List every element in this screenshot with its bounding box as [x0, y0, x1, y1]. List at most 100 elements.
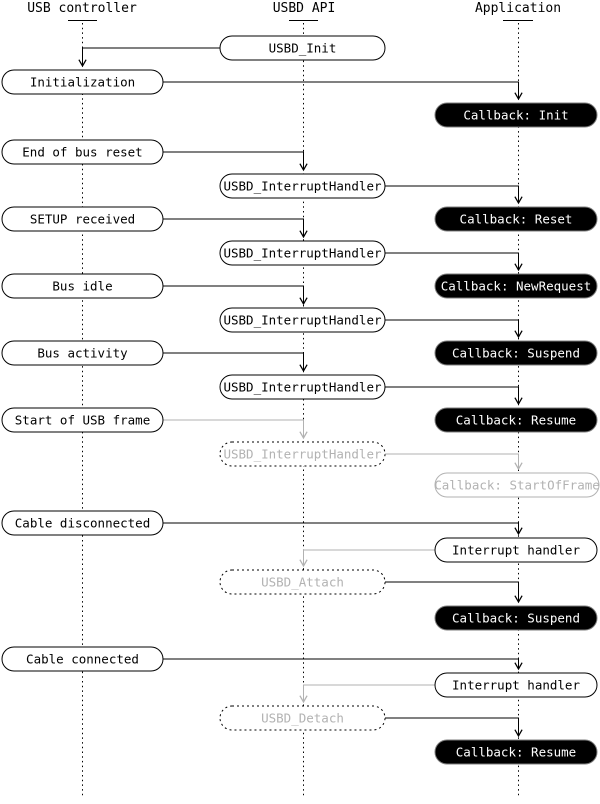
node-bus-activity: Bus activity	[1, 340, 164, 366]
node-callback-resume-1: Callback: Resume	[434, 407, 598, 433]
node-interrupt-handler-4-shape	[219, 374, 386, 400]
node-callback-reset: Callback: Reset	[434, 206, 598, 232]
node-interrupt-handler-1: USBD_InterruptHandler	[219, 173, 386, 199]
node-callback-resume-2-shape	[434, 739, 598, 765]
node-interrupt-handler-4-label: USBD_InterruptHandler	[223, 380, 382, 395]
node-cable-disconnected-shape	[1, 510, 164, 536]
edge-busactivity-to-handler	[163, 352, 308, 373]
edge-handler-to-cbreset	[385, 185, 523, 205]
edge-busreset-to-handler	[163, 151, 308, 172]
lane-header-usbd-api: USBD API	[273, 1, 336, 16]
node-interrupt-handler-1-shape	[219, 173, 386, 199]
edge-initialization-to-cbinit	[163, 81, 523, 101]
node-start-of-usb-frame: Start of USB frame	[1, 407, 164, 433]
node-callback-suspend-2: Callback: Suspend	[434, 605, 598, 631]
node-bus-activity-shape	[1, 340, 164, 366]
node-callback-resume-1-shape	[434, 407, 598, 433]
node-initialization-label: Initialization	[30, 75, 135, 90]
node-callback-resume-2-label: Callback: Resume	[456, 745, 576, 760]
edge-handler-to-cbstartofframe-gray	[385, 453, 523, 471]
node-interrupt-handler-app-2: Interrupt handler	[434, 672, 598, 698]
node-interrupt-handler-2-label: USBD_InterruptHandler	[223, 246, 382, 261]
node-usbd-detach: USBD_Detach	[219, 705, 386, 731]
node-callback-suspend-1: Callback: Suspend	[434, 340, 598, 366]
node-interrupt-handler-app-1: Interrupt handler	[434, 537, 598, 563]
edge-connected-to-inthandler	[163, 658, 523, 671]
node-callback-reset-label: Callback: Reset	[460, 212, 573, 227]
node-usbd-attach: USBD_Attach	[219, 569, 386, 595]
edge-disconnected-to-inthandler	[163, 522, 523, 536]
node-callback-resume-1-label: Callback: Resume	[456, 413, 576, 428]
node-bus-idle: Bus idle	[1, 273, 164, 299]
node-callback-suspend-2-shape	[434, 605, 598, 631]
node-callback-reset-shape	[434, 206, 598, 232]
node-start-of-usb-frame-label: Start of USB frame	[15, 413, 150, 428]
edge-handler-to-cbsuspend	[385, 319, 523, 339]
node-cable-connected-shape	[1, 646, 164, 672]
node-callback-startofframe-shape	[434, 472, 600, 498]
node-start-of-usb-frame-shape	[1, 407, 164, 433]
node-interrupt-handler-optional: USBD_InterruptHandler	[219, 441, 386, 467]
edge-attach-to-cbsuspend	[385, 581, 523, 604]
edge-handler-to-cbnewrequest	[385, 252, 523, 272]
node-callback-newrequest-shape	[434, 273, 598, 299]
node-interrupt-handler-app-1-shape	[434, 537, 598, 563]
node-bus-activity-label: Bus activity	[37, 346, 128, 361]
node-callback-init-shape	[434, 102, 598, 128]
node-initialization-shape	[1, 69, 164, 95]
node-usbd-init-shape	[219, 35, 386, 61]
node-cable-connected: Cable connected	[1, 646, 164, 672]
edge-inthandler-to-attach-gray	[299, 549, 435, 568]
node-end-of-bus-reset-label: End of bus reset	[22, 145, 142, 160]
node-end-of-bus-reset-shape	[1, 139, 164, 165]
node-callback-resume-2: Callback: Resume	[434, 739, 598, 765]
node-callback-suspend-1-label: Callback: Suspend	[452, 346, 580, 361]
edge-busidle-to-handler	[163, 285, 308, 306]
node-interrupt-handler-2-shape	[219, 240, 386, 266]
node-interrupt-handler-3-shape	[219, 307, 386, 333]
edge-startframe-to-handler-gray	[163, 419, 308, 440]
node-setup-received: SETUP received	[1, 206, 164, 232]
edge-usbdinit-to-initialization	[78, 47, 220, 68]
node-interrupt-handler-app-1-label: Interrupt handler	[452, 543, 580, 558]
node-initialization: Initialization	[1, 69, 164, 95]
lane-header-usb-controller: USB controller	[27, 1, 137, 16]
node-interrupt-handler-2: USBD_InterruptHandler	[219, 240, 386, 266]
node-usbd-attach-label: USBD_Attach	[261, 575, 344, 590]
node-callback-init-label: Callback: Init	[463, 108, 568, 123]
node-interrupt-handler-1-label: USBD_InterruptHandler	[223, 179, 382, 194]
node-interrupt-handler-3: USBD_InterruptHandler	[219, 307, 386, 333]
node-interrupt-handler-3-label: USBD_InterruptHandler	[223, 313, 382, 328]
node-interrupt-handler-4: USBD_InterruptHandler	[219, 374, 386, 400]
node-usbd-init: USBD_Init	[219, 35, 386, 61]
edge-handler-to-cbresume	[385, 386, 523, 406]
node-callback-init: Callback: Init	[434, 102, 598, 128]
node-usbd-attach-shape	[219, 569, 386, 595]
node-usbd-detach-label: USBD_Detach	[261, 711, 344, 726]
node-interrupt-handler-app-2-label: Interrupt handler	[452, 678, 580, 693]
edge-inthandler-to-detach-gray	[299, 684, 435, 704]
node-usbd-init-label: USBD_Init	[269, 41, 337, 56]
node-bus-idle-label: Bus idle	[52, 279, 112, 294]
node-setup-received-shape	[1, 206, 164, 232]
node-cable-disconnected-label: Cable disconnected	[15, 516, 150, 531]
lane-header-application: Application	[475, 1, 561, 16]
node-callback-newrequest-label: Callback: NewRequest	[441, 279, 592, 294]
node-interrupt-handler-app-2-shape	[434, 672, 598, 698]
node-interrupt-handler-optional-label: USBD_InterruptHandler	[223, 447, 382, 462]
node-callback-startofframe-label: Callback: StartOfFrame	[434, 478, 600, 493]
node-callback-suspend-2-label: Callback: Suspend	[452, 611, 580, 626]
node-callback-newrequest: Callback: NewRequest	[434, 273, 598, 299]
edge-setup-to-handler	[163, 218, 308, 239]
node-cable-connected-label: Cable connected	[26, 652, 139, 667]
node-callback-startofframe: Callback: StartOfFrame	[434, 472, 600, 498]
node-end-of-bus-reset: End of bus reset	[1, 139, 164, 165]
node-cable-disconnected: Cable disconnected	[1, 510, 164, 536]
node-callback-suspend-1-shape	[434, 340, 598, 366]
node-setup-received-label: SETUP received	[30, 212, 135, 227]
node-interrupt-handler-optional-shape	[219, 441, 386, 467]
edge-detach-to-cbresume	[385, 717, 523, 738]
node-bus-idle-shape	[1, 273, 164, 299]
